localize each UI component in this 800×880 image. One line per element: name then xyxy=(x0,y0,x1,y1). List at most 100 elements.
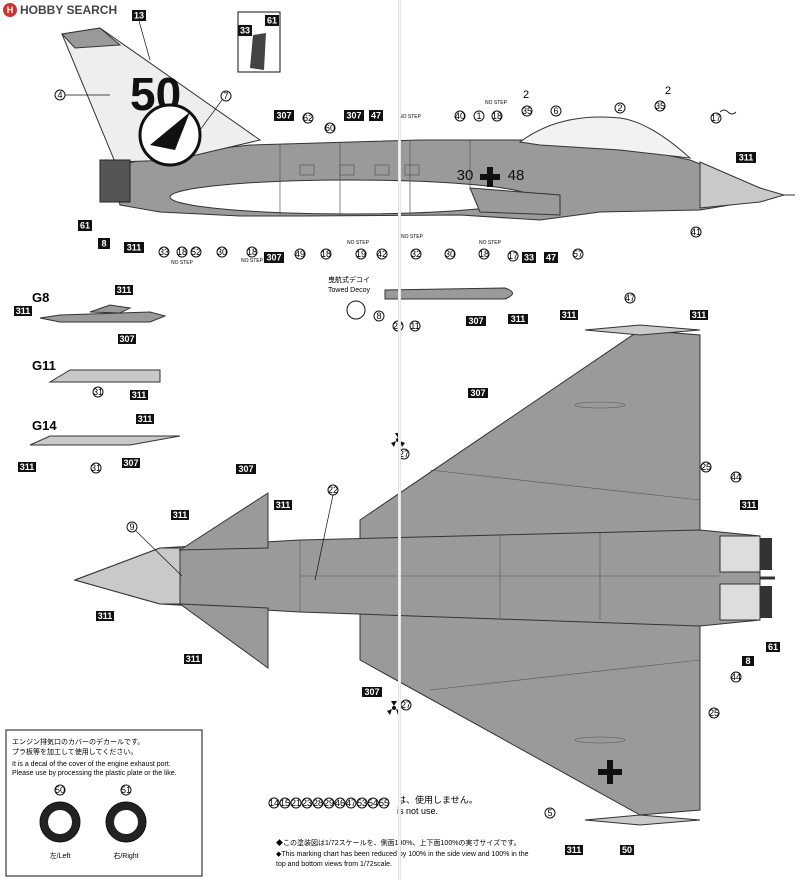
callout-2-a: 2 xyxy=(523,89,529,101)
exhaust-right-label: 右/Right xyxy=(113,851,138,860)
top-callout-44-b: 44 xyxy=(730,671,742,683)
callout-1: 1 xyxy=(473,110,485,122)
svg-text:6: 6 xyxy=(553,106,558,116)
callout-33-b: 33 xyxy=(158,246,170,258)
svg-text:13: 13 xyxy=(134,11,144,21)
unused-decal-circle xyxy=(290,797,302,809)
svg-text:1: 1 xyxy=(476,111,481,121)
callout-311-a: 311 xyxy=(736,152,756,163)
group-g14-label: G14 xyxy=(32,418,57,433)
top-callout-311-h: 311 xyxy=(565,845,583,855)
top-callout-22: 22 xyxy=(314,484,339,581)
callout-62: 62 xyxy=(302,112,314,124)
unused-decal-circle xyxy=(301,797,313,809)
decoy-11: 11 xyxy=(410,321,419,331)
group-g11-label: G11 xyxy=(32,358,56,373)
nostep-2: NO STEP xyxy=(485,100,508,106)
top-callout-311-f: 311 xyxy=(184,654,202,664)
svg-text:311: 311 xyxy=(186,654,201,664)
callout-60: 60 xyxy=(324,122,336,134)
nostep-1: NO STEP xyxy=(399,114,422,120)
parts-g14: G14 311 311 307 31 xyxy=(18,414,181,474)
unused-decal-number: 23 xyxy=(302,798,312,808)
callout-4: 4 xyxy=(54,89,110,101)
svg-text:60: 60 xyxy=(325,123,335,133)
svg-text:61: 61 xyxy=(267,16,277,26)
top-callout-50: 50 xyxy=(620,845,634,855)
callout-18-c: 18 xyxy=(246,246,258,258)
callout-33-top: 33 xyxy=(238,25,252,36)
svg-text:61: 61 xyxy=(768,642,778,652)
callout-19: 19 xyxy=(355,248,367,260)
intake xyxy=(469,187,561,216)
unused-decal-number: 21 xyxy=(291,798,301,808)
callout-2-c: 2 xyxy=(665,85,671,97)
callout-47-a: 47 xyxy=(369,110,383,121)
top-callout-27-b: 27 xyxy=(400,699,412,711)
nostep-4: NO STEP xyxy=(241,258,264,264)
callout-61-top: 61 xyxy=(265,15,279,26)
footnote-en1: ◆This marking chart has been reduced by … xyxy=(276,851,529,858)
svg-text:33: 33 xyxy=(524,253,534,263)
unused-decal-circle xyxy=(356,797,368,809)
exhaust-50: 50 xyxy=(55,785,65,795)
propeller-icon xyxy=(387,701,401,715)
svg-text:311: 311 xyxy=(173,510,188,520)
svg-text:18: 18 xyxy=(177,247,187,257)
callout-17-top: 17 xyxy=(710,112,722,124)
callout-18-d: 18 xyxy=(320,248,332,260)
exhaust-jp1: エンジン排気口のカバーのデカールです。 xyxy=(12,737,144,746)
svg-text:18: 18 xyxy=(479,249,489,259)
g14-311-b: 311 xyxy=(20,462,35,472)
unused-decal-number: 53 xyxy=(357,798,367,808)
svg-text:18: 18 xyxy=(321,249,331,259)
callout-61-b: 61 xyxy=(78,220,92,231)
top-view: 47 27 27 22 9 25 44 25 44 5 311 311 307 … xyxy=(73,292,780,855)
unused-decal-number: 55 xyxy=(379,798,389,808)
svg-text:311: 311 xyxy=(692,310,707,320)
svg-text:311: 311 xyxy=(276,500,291,510)
top-callout-44-a: 44 xyxy=(730,471,742,483)
nostep-3: NO STEP xyxy=(171,260,194,266)
unused-decal-circle xyxy=(323,797,335,809)
parts-g11: G11 311 31 xyxy=(32,358,161,400)
serial-left: 30 xyxy=(457,167,474,184)
callout-307-a: 307 xyxy=(274,110,294,121)
g14-31: 31 xyxy=(91,463,101,473)
svg-text:25: 25 xyxy=(701,462,711,472)
callout-52: 52 xyxy=(190,246,202,258)
decoy-311: 311 xyxy=(511,314,526,324)
svg-text:52: 52 xyxy=(191,247,201,257)
unused-decal-circle xyxy=(378,797,390,809)
top-callout-8: 8 xyxy=(742,656,754,666)
svg-text:9: 9 xyxy=(129,522,134,532)
top-callout-311-g: 311 xyxy=(740,500,758,510)
svg-text:40: 40 xyxy=(455,111,465,121)
svg-text:7: 7 xyxy=(223,91,228,101)
top-callout-9: 9 xyxy=(126,521,183,577)
g11-311: 311 xyxy=(132,390,147,400)
top-callout-307-c: 307 xyxy=(362,687,382,697)
callout-41: 41 xyxy=(690,226,702,238)
top-callout-61: 61 xyxy=(766,642,780,652)
unused-decal-number: 29 xyxy=(324,798,334,808)
callout-47-b: 47 xyxy=(544,252,558,263)
top-callout-311-d: 311 xyxy=(274,500,292,510)
callout-35-a: 35 xyxy=(521,105,533,117)
callout-32: 32 xyxy=(410,248,422,260)
callout-49: 49 xyxy=(294,248,306,260)
callout-307-c: 307 xyxy=(264,252,284,263)
svg-text:18: 18 xyxy=(492,111,502,121)
callout-18-e: 18 xyxy=(478,248,490,260)
svg-text:33: 33 xyxy=(240,26,250,36)
g8-311-b: 311 xyxy=(16,306,31,316)
svg-text:4: 4 xyxy=(57,90,62,100)
g11-31: 31 xyxy=(93,387,103,397)
nostep-6: NO STEP xyxy=(401,234,424,240)
top-callout-311-b: 311 xyxy=(690,310,708,320)
callout-42: 42 xyxy=(376,248,388,260)
svg-text:44: 44 xyxy=(731,472,741,482)
top-callout-311-c: 311 xyxy=(171,510,189,520)
g14-311-a: 311 xyxy=(138,414,153,424)
svg-text:41: 41 xyxy=(691,227,701,237)
